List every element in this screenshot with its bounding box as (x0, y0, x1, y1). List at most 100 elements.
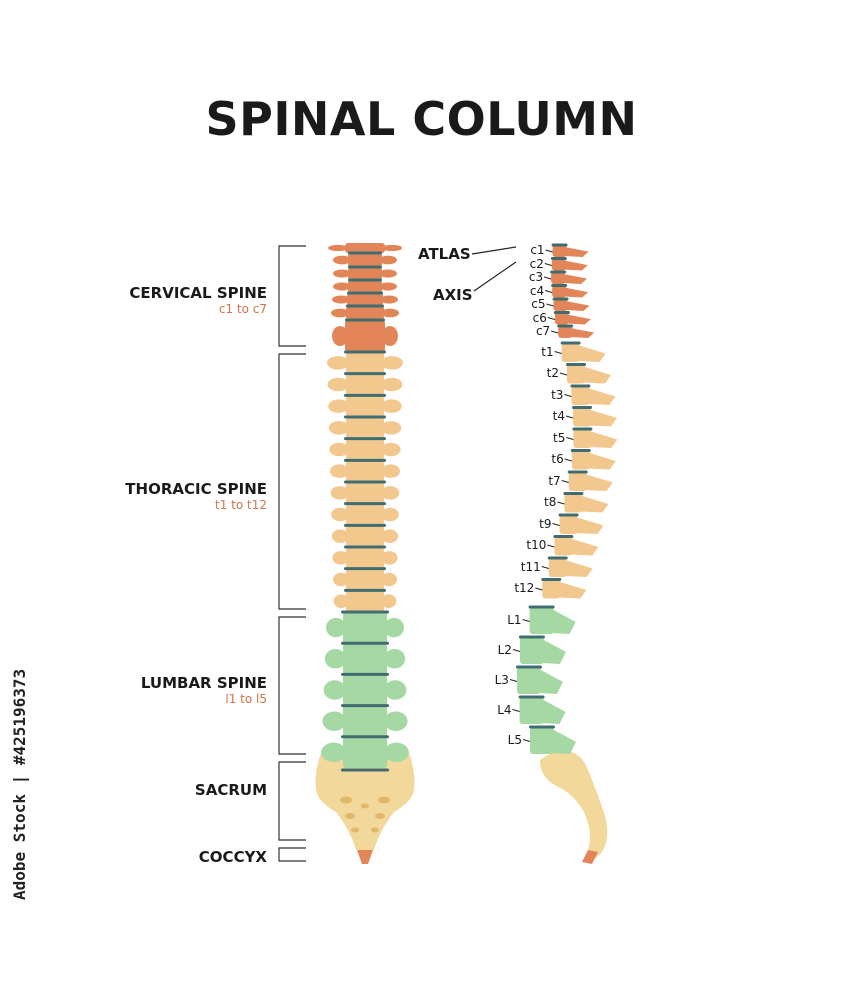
side-disc-t12 (541, 578, 562, 581)
front-vertebra-c7 (332, 320, 398, 352)
lumbar-range: l1 to l5 (225, 692, 267, 706)
leader-L3 (509, 679, 518, 682)
leader-c3 (543, 276, 552, 280)
front-vertebra-t3 (328, 395, 402, 417)
front-vertebra-t4 (328, 417, 402, 439)
front-vertebra-L5 (321, 736, 409, 768)
side-disc-t3 (570, 384, 591, 388)
side-disc-L1 (528, 605, 555, 609)
leader-t7 (561, 480, 569, 483)
side-vertebra-t8 (564, 493, 609, 513)
front-disc-t10 (344, 545, 386, 549)
front-disc-c4 (347, 291, 383, 295)
leader-L2 (512, 649, 521, 652)
front-disc-t5 (344, 437, 386, 441)
side-vertebra-t1 (561, 343, 606, 362)
front-disc-L5-S1 (341, 768, 389, 772)
sacrum-shape (315, 750, 415, 850)
bracket-lumbar (278, 616, 306, 755)
bracket-coccyx (278, 847, 306, 862)
axis-leader (473, 261, 517, 292)
side-disc-t4 (572, 406, 593, 409)
side-coccyx-shape (582, 850, 598, 864)
sacrum-label: SACRUM (194, 781, 267, 799)
front-vertebra-L1 (326, 612, 404, 644)
front-vertebra-t1 (327, 352, 403, 374)
vertebra-label-t11: t11 (520, 559, 541, 574)
side-vertebra-t4 (573, 407, 618, 427)
region-brackets (278, 245, 306, 862)
cervical-range: c1 to c7 (218, 302, 267, 316)
vertebra-label-L3: L3 (494, 672, 509, 687)
side-vertebra-c7 (558, 326, 595, 338)
thoracic-range: t1 to t12 (215, 498, 267, 512)
side-view-spine (509, 243, 618, 864)
front-disc-t9 (344, 523, 386, 527)
vertebra-label-t10: t10 (526, 538, 547, 552)
front-disc-t3 (344, 393, 386, 397)
vertebra-label-t3: t3 (551, 387, 564, 402)
front-vertebra-L4 (322, 705, 408, 737)
vertebra-label-c4: c4 (529, 283, 545, 298)
vertebra-label-L5: L5 (507, 732, 522, 747)
front-disc-L2 (341, 641, 389, 645)
side-vertebra-L1 (529, 607, 576, 634)
side-vertebra-t6 (571, 450, 616, 470)
vertebra-label-t6: t6 (551, 452, 564, 466)
front-vertebra-t12 (333, 590, 397, 612)
leader-t11 (541, 566, 549, 569)
vertebra-label-L1: L1 (507, 612, 522, 627)
side-vertebra-t10 (554, 536, 599, 556)
side-disc-c7 (557, 324, 574, 328)
side-disc-L2 (518, 635, 545, 639)
front-disc-t8 (344, 502, 386, 506)
leader-t2 (559, 372, 568, 376)
vertebra-label-c5: c5 (531, 297, 546, 311)
region-label-cervical: CERVICAL SPINE c1 to c7 (129, 284, 267, 317)
side-vertebra-c4 (552, 285, 589, 298)
leader-c4 (545, 290, 553, 293)
coccyx-shape (357, 850, 373, 864)
side-vertebra-L2 (519, 637, 566, 664)
side-vertebra-L4 (519, 697, 566, 724)
front-disc-c2 (348, 265, 382, 269)
side-vertebra-t9 (559, 515, 604, 534)
side-disc-t1 (560, 341, 581, 345)
leader-t10 (547, 544, 555, 548)
region-label-lumbar: LUMBAR SPINE l1 to l5 (141, 674, 267, 707)
side-disc-L4 (518, 695, 545, 699)
leader-c5 (546, 303, 554, 307)
side-disc-t5 (572, 427, 593, 431)
vertebra-label-t2: t2 (546, 366, 559, 380)
front-disc-c6 (345, 318, 385, 322)
leader-t12 (535, 587, 543, 591)
sacral-foramina (340, 796, 390, 833)
leader-t9 (552, 523, 560, 526)
side-disc-t10 (553, 535, 574, 538)
side-disc-c5 (552, 297, 569, 301)
front-disc-L5 (341, 735, 389, 739)
bracket-cervical (278, 245, 306, 347)
side-vertebra-c6 (554, 312, 591, 325)
front-disc-t6 (344, 458, 386, 462)
front-vertebra-t10 (332, 547, 398, 569)
side-disc-c1 (551, 243, 568, 247)
coccyx-label: COCCYX (198, 848, 267, 866)
side-vertebra-t12 (542, 579, 587, 599)
side-disc-t11 (547, 556, 568, 560)
vertebra-label-t8: t8 (544, 495, 557, 509)
side-disc-c3 (550, 270, 567, 274)
front-vertebra-c2 (333, 253, 397, 267)
front-vertebra-t6 (330, 460, 400, 482)
front-vertebra-c6 (331, 306, 399, 320)
front-vertebra-t8 (331, 503, 399, 526)
front-disc-t11 (344, 567, 386, 571)
region-label-sacrum: SACRUM (195, 781, 267, 799)
region-label-coccyx: COCCYX (199, 848, 267, 866)
leader-c6 (547, 317, 555, 320)
front-vertebra-c1 (328, 243, 402, 253)
page-title: SPINAL COLUMN (205, 92, 638, 146)
side-disc-t6 (570, 449, 591, 452)
leader-L5 (522, 739, 531, 742)
